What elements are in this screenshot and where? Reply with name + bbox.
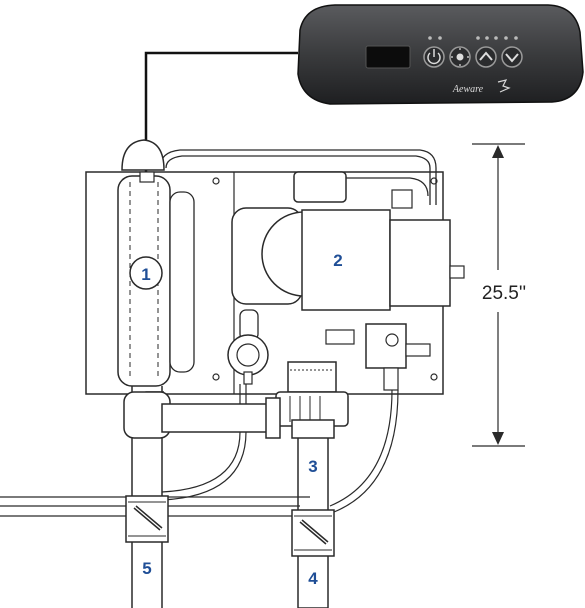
light-button[interactable] (449, 46, 471, 68)
down-button[interactable] (501, 46, 523, 68)
pump-assembly: 2 (231, 171, 465, 311)
callout-1: 1 (141, 265, 150, 284)
dimension-label: 25.5'' (482, 283, 526, 304)
up-arrow-icon (479, 51, 493, 61)
pressure-switch (227, 309, 269, 385)
indicator-leds (428, 36, 518, 40)
topside-control-panel: Aeware (297, 4, 584, 105)
union-valve-right (291, 509, 335, 557)
heater-assembly: 1 (117, 139, 195, 387)
callout-2: 2 (333, 251, 342, 270)
height-dimension: 25.5'' (472, 143, 526, 447)
valve-block (325, 323, 431, 391)
dimension-arrow-up (492, 145, 504, 158)
drain-hoses (0, 384, 399, 517)
brand-logo-mark (497, 79, 511, 93)
up-button[interactable] (475, 46, 497, 68)
down-arrow-icon (505, 53, 519, 63)
callout-3: 3 (308, 457, 317, 476)
union-valve-left (125, 495, 169, 543)
callout-5: 5 (142, 559, 151, 578)
dimension-arrow-down (492, 432, 504, 445)
callout-4: 4 (308, 569, 318, 588)
circulation-pump (275, 361, 349, 427)
callout-circle-1 (129, 256, 163, 290)
led-display (365, 45, 411, 69)
light-icon (451, 48, 469, 66)
panel-brand-label: Aeware (452, 84, 484, 95)
power-button[interactable] (423, 46, 445, 68)
power-icon (427, 49, 441, 65)
